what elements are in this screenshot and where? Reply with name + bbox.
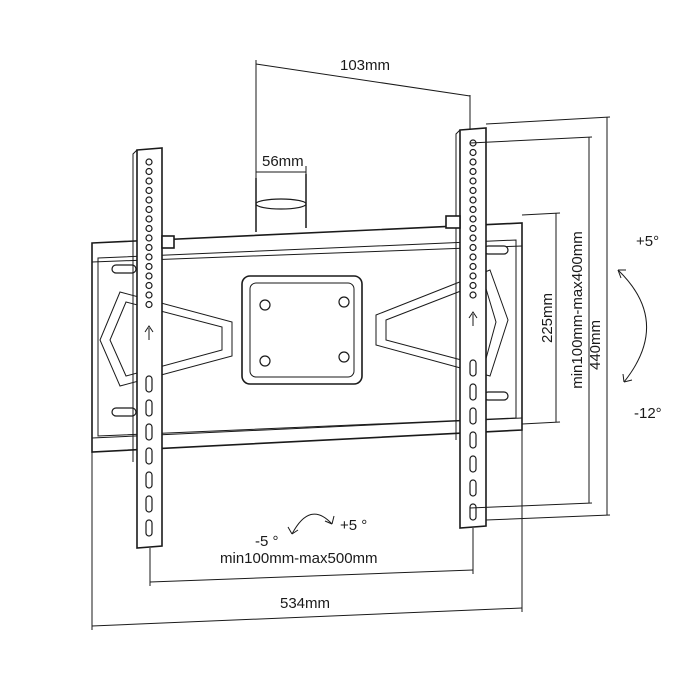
swivel-left-label: -5 ° [255, 533, 279, 550]
arm-hole [145, 205, 153, 214]
arm-hole [145, 253, 153, 261]
label-440mm: 440mm [587, 320, 604, 370]
arm-hole [469, 234, 477, 242]
arm-hole [469, 281, 477, 290]
arm-slot [469, 455, 477, 473]
arm-slot [145, 399, 153, 417]
arm-hole [145, 177, 153, 185]
arm-hole [469, 291, 477, 299]
swivel-right-label: +5 ° [340, 517, 367, 534]
arm-slot [469, 359, 477, 377]
arm-hole [469, 224, 477, 233]
right-vertical-arm [445, 127, 487, 529]
label-103mm: 103mm [340, 57, 390, 74]
arm-hole [145, 215, 153, 223]
arm-slot [145, 423, 153, 441]
arm-hole [469, 262, 477, 271]
arm-slot [145, 519, 153, 537]
left-vertical-arm [132, 147, 175, 549]
arm-hole [469, 186, 477, 195]
arm-hole [145, 300, 153, 309]
arm-hole [145, 243, 153, 252]
arm-hole [469, 158, 477, 166]
center-plate [241, 275, 363, 385]
arm-slot [145, 471, 153, 489]
tilt-indicator: +5° -12° [617, 233, 662, 422]
arm-hole [145, 272, 153, 280]
arm-slot [469, 431, 477, 449]
arm-hole [145, 291, 153, 299]
label-vesa-horizontal: min100mm-max500mm [220, 550, 378, 567]
label-vesa-vertical: min100mm-max400mm [569, 231, 586, 389]
arm-hole [145, 224, 153, 233]
arm-hole [469, 253, 477, 261]
spacer-tube [255, 174, 307, 232]
tilt-up-label: +5° [636, 233, 659, 250]
swivel-indicator: -5 ° +5 ° [255, 513, 367, 550]
arm-up-arrows [144, 311, 478, 340]
arm-hole [469, 167, 477, 176]
arm-slot [469, 503, 477, 521]
arm-hole [469, 148, 477, 157]
arm-hole [145, 281, 153, 290]
arm-hole [469, 196, 477, 204]
arm-slot [145, 375, 153, 393]
arm-hole [145, 167, 153, 176]
arm-slot [469, 407, 477, 425]
arm-hole [469, 272, 477, 280]
arm-hole [469, 205, 477, 214]
arm-hole [145, 186, 153, 195]
arm-hole [145, 262, 153, 271]
arm-slot [469, 479, 477, 497]
arm-hole [469, 215, 477, 223]
arm-slot [145, 447, 153, 465]
label-534mm: 534mm [280, 595, 330, 612]
dimension-lines: 103mm 56mm 440mm min100mm-max400mm 225mm… [91, 57, 611, 630]
label-56mm: 56mm [262, 153, 304, 170]
arm-hole [469, 243, 477, 252]
arm-slot [145, 495, 153, 513]
tilt-down-label: -12° [634, 405, 662, 422]
arm-hole [145, 158, 153, 166]
arm-hole [145, 234, 153, 242]
arm-hole [469, 177, 477, 185]
label-225mm: 225mm [539, 293, 556, 343]
arm-slot [469, 383, 477, 401]
arm-hole [145, 196, 153, 204]
